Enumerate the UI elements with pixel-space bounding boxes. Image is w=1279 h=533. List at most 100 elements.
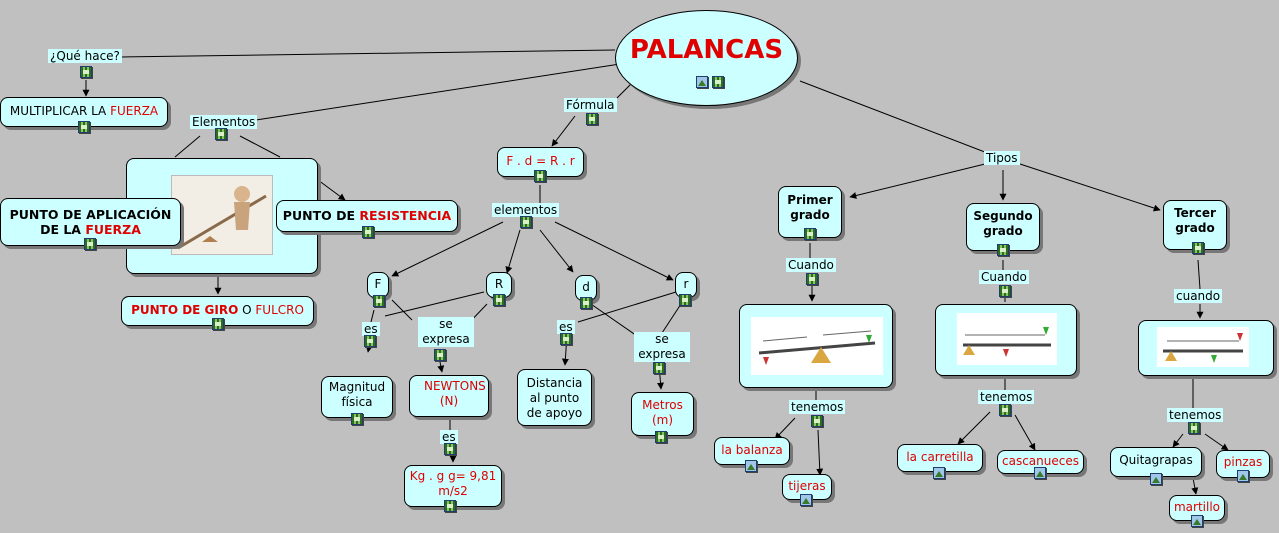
picture-icon[interactable]: [933, 467, 945, 479]
page-title: PALANCAS: [629, 35, 784, 65]
film-icon[interactable]: [806, 273, 818, 285]
film-icon[interactable]: [580, 297, 592, 309]
link-es-d: es: [557, 320, 575, 334]
link-cuando-tercer: cuando: [1174, 289, 1223, 303]
picture-icon[interactable]: [1034, 467, 1046, 479]
film-icon[interactable]: [212, 318, 224, 330]
link-elementos: Elementos: [190, 115, 258, 129]
film-icon[interactable]: [1192, 242, 1204, 254]
film-icon[interactable]: [679, 294, 691, 306]
node-quitagrapas[interactable]: Quitagrapas: [1110, 447, 1202, 477]
node-pinzas[interactable]: pinzas: [1216, 450, 1270, 478]
film-icon[interactable]: [1188, 422, 1200, 434]
node-text: la carretilla: [906, 450, 974, 464]
film-icon[interactable]: [999, 404, 1011, 416]
link-se-expresa-rr: se expresa: [634, 332, 690, 362]
film-icon[interactable]: [78, 121, 90, 133]
film-icon[interactable]: [811, 415, 823, 427]
node-text: r: [683, 277, 689, 291]
film-icon[interactable]: [804, 228, 816, 240]
picture-icon[interactable]: [800, 494, 812, 506]
node-text-red: FUERZA: [110, 104, 159, 118]
picture-icon[interactable]: [696, 76, 708, 88]
node-magnitud[interactable]: Magnitud física: [321, 376, 393, 418]
lever-illustration: [171, 175, 273, 255]
film-icon[interactable]: [999, 285, 1011, 297]
node-text: Tercer grado: [1174, 206, 1216, 235]
picture-icon[interactable]: [1150, 473, 1162, 485]
node-segundo-grado[interactable]: Segundo grado: [966, 203, 1040, 251]
link-formula: Fórmula: [564, 98, 617, 112]
film-icon[interactable]: [444, 443, 456, 455]
link-cuando-primer: Cuando: [786, 258, 836, 272]
node-text: cascanueces: [1002, 454, 1079, 468]
node-r-upper[interactable]: R: [486, 272, 512, 298]
node-text: Metros (m): [642, 398, 683, 427]
node-text: Kg . g g= 9,81 m/s2: [409, 469, 497, 498]
node-text-red: PUNTO DE GIRO: [131, 303, 239, 317]
film-icon[interactable]: [80, 66, 92, 78]
node-text: F: [374, 277, 382, 291]
lever-image-primer[interactable]: [739, 304, 893, 388]
link-es-newtons: es: [440, 430, 458, 444]
node-newtons[interactable]: NEWTONS (N): [409, 375, 489, 417]
node-d[interactable]: d: [575, 275, 597, 301]
node-text: Primer grado: [787, 193, 833, 222]
link-tenemos-tercer: tenemos: [1167, 408, 1224, 422]
title-node[interactable]: PALANCAS: [615, 10, 798, 106]
node-text: Segundo grado: [973, 209, 1033, 238]
film-icon[interactable]: [560, 333, 572, 345]
node-text: pinzas: [1223, 455, 1263, 469]
film-icon[interactable]: [364, 335, 376, 347]
lever-image-segundo[interactable]: [935, 304, 1077, 376]
node-text: NEWTONS (N): [424, 379, 486, 408]
node-formula[interactable]: F . d = R . r: [497, 147, 584, 177]
film-icon[interactable]: [712, 76, 724, 88]
node-text-red: RESISTENCIA: [359, 208, 452, 223]
film-icon[interactable]: [84, 238, 96, 250]
node-text: la balanza: [721, 443, 783, 457]
film-icon[interactable]: [655, 431, 667, 443]
node-balanza[interactable]: la balanza: [714, 437, 790, 465]
film-icon[interactable]: [215, 128, 227, 140]
link-cuando-segundo: Cuando: [979, 270, 1029, 284]
film-icon[interactable]: [493, 294, 505, 306]
node-text: F . d = R . r: [506, 154, 575, 168]
third-class-lever-svg: [1157, 327, 1249, 367]
node-text-red: FUERZA: [85, 222, 141, 237]
link-es-f: es: [362, 322, 380, 336]
node-text: R: [494, 277, 504, 291]
film-icon[interactable]: [586, 113, 598, 125]
node-text: tijeras: [788, 479, 826, 493]
lever-image-tercer[interactable]: [1138, 320, 1274, 376]
node-text: PUNTO DE: [282, 208, 360, 223]
node-text: d: [582, 280, 590, 294]
film-icon[interactable]: [997, 244, 1009, 256]
node-text: O: [238, 303, 256, 317]
film-icon[interactable]: [351, 413, 363, 425]
node-text: PUNTO DE APLICACIÓN DE LA: [9, 207, 172, 237]
film-icon[interactable]: [653, 362, 665, 374]
film-icon[interactable]: [362, 226, 374, 238]
lever-figure-svg: [177, 186, 267, 250]
picture-icon[interactable]: [1191, 515, 1203, 527]
node-text-red: FULCRO: [255, 303, 304, 317]
film-icon[interactable]: [444, 500, 456, 512]
link-elementos-formula: elementos: [492, 203, 560, 217]
film-icon[interactable]: [520, 216, 532, 228]
picture-icon[interactable]: [1237, 470, 1249, 482]
link-tenemos-primer: tenemos: [789, 400, 846, 414]
node-text: Distancia al punto de apoyo: [526, 376, 583, 420]
node-text: MULTIPLICAR LA: [9, 104, 111, 118]
link-que-hace: ¿Qué hace?: [48, 49, 122, 63]
film-icon[interactable]: [534, 170, 546, 182]
link-tenemos-segundo: tenemos: [978, 390, 1035, 404]
node-text: martillo: [1173, 500, 1221, 514]
node-metros[interactable]: Metros (m): [631, 392, 694, 436]
node-distancia[interactable]: Distancia al punto de apoyo: [517, 369, 592, 426]
link-se-expresa-r: se expresa: [418, 317, 474, 347]
node-multiplicar-fuerza[interactable]: MULTIPLICAR LA FUERZA: [0, 97, 168, 127]
film-icon[interactable]: [373, 295, 385, 307]
film-icon[interactable]: [434, 349, 446, 361]
picture-icon[interactable]: [745, 460, 757, 472]
